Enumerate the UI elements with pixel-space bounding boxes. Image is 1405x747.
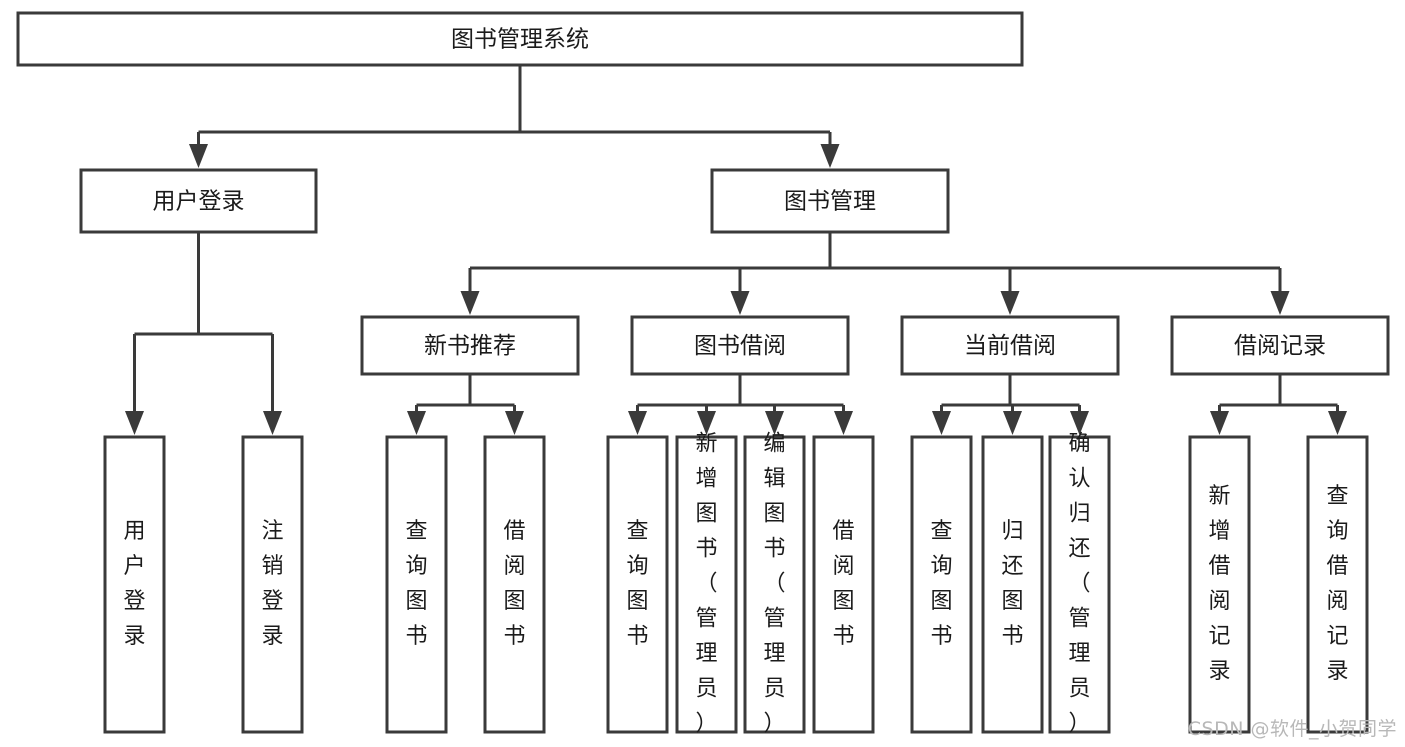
node-box: [16, 11, 1024, 67]
arrow-head-icon: [932, 411, 951, 435]
node-layer: 图书管理系统用户登录图书管理新书推荐图书借阅当前借阅借阅记录用户登录注销登录查询…: [16, 11, 1390, 737]
arrow-head-icon: [765, 411, 784, 435]
node-leaf-borrow-1[interactable]: 借阅图书: [483, 435, 546, 734]
node-label: 图书管理: [784, 189, 876, 215]
node-user-login[interactable]: 用户登录: [79, 168, 318, 234]
node-label: 借阅图书: [832, 519, 854, 649]
node-box: [710, 168, 950, 234]
arrow-head-icon: [628, 411, 647, 435]
node-label: 查询图书: [405, 519, 427, 649]
node-leaf-query-3[interactable]: 查询图书: [910, 435, 973, 734]
connector-group: [460, 232, 1290, 315]
node-box: [1170, 315, 1390, 376]
node-leaf-borrow-2[interactable]: 借阅图书: [812, 435, 875, 734]
arrow-head-icon: [407, 411, 426, 435]
node-root[interactable]: 图书管理系统: [16, 11, 1024, 67]
arrow-head-icon: [730, 291, 750, 315]
node-box: [483, 435, 546, 734]
node-label: 当前借阅: [964, 333, 1056, 359]
node-box: [360, 315, 580, 376]
node-box: [900, 315, 1120, 376]
node-label: 用户登录: [153, 189, 245, 215]
arrow-head-icon: [189, 144, 208, 168]
arrow-head-icon: [263, 411, 282, 435]
arrow-head-icon: [697, 411, 716, 435]
node-label: 借阅记录: [1234, 333, 1326, 359]
node-current-borrow[interactable]: 当前借阅: [900, 315, 1120, 376]
connector-group: [407, 374, 524, 435]
node-box: [675, 435, 738, 734]
node-leaf-query-1[interactable]: 查询图书: [385, 435, 448, 734]
arrow-head-icon: [834, 411, 853, 435]
node-label: 查询图书: [930, 519, 952, 649]
node-box: [103, 435, 166, 734]
node-book-borrow[interactable]: 图书借阅: [630, 315, 850, 376]
connector-group: [1210, 374, 1347, 435]
arrow-head-icon: [125, 411, 144, 435]
connector-group: [189, 65, 840, 168]
node-box: [1188, 435, 1251, 734]
connector-group: [932, 374, 1089, 435]
arrow-head-icon: [1003, 411, 1022, 435]
node-box: [241, 435, 304, 734]
node-box: [79, 168, 318, 234]
node-label: 查询借阅记录: [1326, 484, 1348, 684]
node-borrow-record[interactable]: 借阅记录: [1170, 315, 1390, 376]
arrow-head-icon: [1270, 291, 1290, 315]
node-label: 借阅图书: [503, 519, 525, 649]
arrow-head-icon: [820, 144, 840, 168]
node-box: [812, 435, 875, 734]
node-leaf-query-2[interactable]: 查询图书: [606, 435, 669, 734]
node-leaf-edit-book[interactable]: 编辑图书（管理员）: [743, 432, 806, 737]
node-box: [743, 435, 806, 734]
arrow-head-icon: [1328, 411, 1347, 435]
node-label: 查询图书: [626, 519, 648, 649]
connector-group: [628, 374, 853, 435]
node-label: 新增图书（管理员）: [695, 432, 717, 737]
node-box: [1306, 435, 1369, 734]
node-label: 新增借阅记录: [1208, 484, 1230, 684]
node-label: 用户登录: [123, 519, 145, 649]
arrow-head-icon: [1210, 411, 1229, 435]
node-label: 归还图书: [1001, 519, 1023, 649]
node-label: 编辑图书（管理员）: [763, 432, 785, 737]
node-label: 注销登录: [261, 519, 283, 649]
node-leaf-logout[interactable]: 注销登录: [241, 435, 304, 734]
node-new-book-rec[interactable]: 新书推荐: [360, 315, 580, 376]
arrow-head-icon: [460, 291, 480, 315]
node-box: [981, 435, 1044, 734]
node-box: [630, 315, 850, 376]
node-box: [606, 435, 669, 734]
connector-layer: [125, 65, 1347, 435]
node-leaf-qry-record[interactable]: 查询借阅记录: [1306, 435, 1369, 734]
arrow-head-icon: [1070, 411, 1089, 435]
node-box: [385, 435, 448, 734]
node-book-manage[interactable]: 图书管理: [710, 168, 950, 234]
connector-group: [125, 232, 282, 435]
node-leaf-confirm[interactable]: 确认归还（管理员）: [1048, 432, 1111, 737]
node-box: [1048, 435, 1111, 734]
node-label: 确认归还（管理员）: [1068, 432, 1090, 737]
arrow-head-icon: [505, 411, 524, 435]
arrow-head-icon: [1000, 291, 1020, 315]
node-label: 图书借阅: [694, 333, 786, 359]
node-box: [910, 435, 973, 734]
node-label: 新书推荐: [424, 333, 516, 359]
node-leaf-user-login[interactable]: 用户登录: [103, 435, 166, 734]
node-leaf-return[interactable]: 归还图书: [981, 435, 1044, 734]
node-leaf-add-book[interactable]: 新增图书（管理员）: [675, 432, 738, 737]
node-label: 图书管理系统: [451, 27, 589, 53]
node-leaf-add-record[interactable]: 新增借阅记录: [1188, 435, 1251, 734]
